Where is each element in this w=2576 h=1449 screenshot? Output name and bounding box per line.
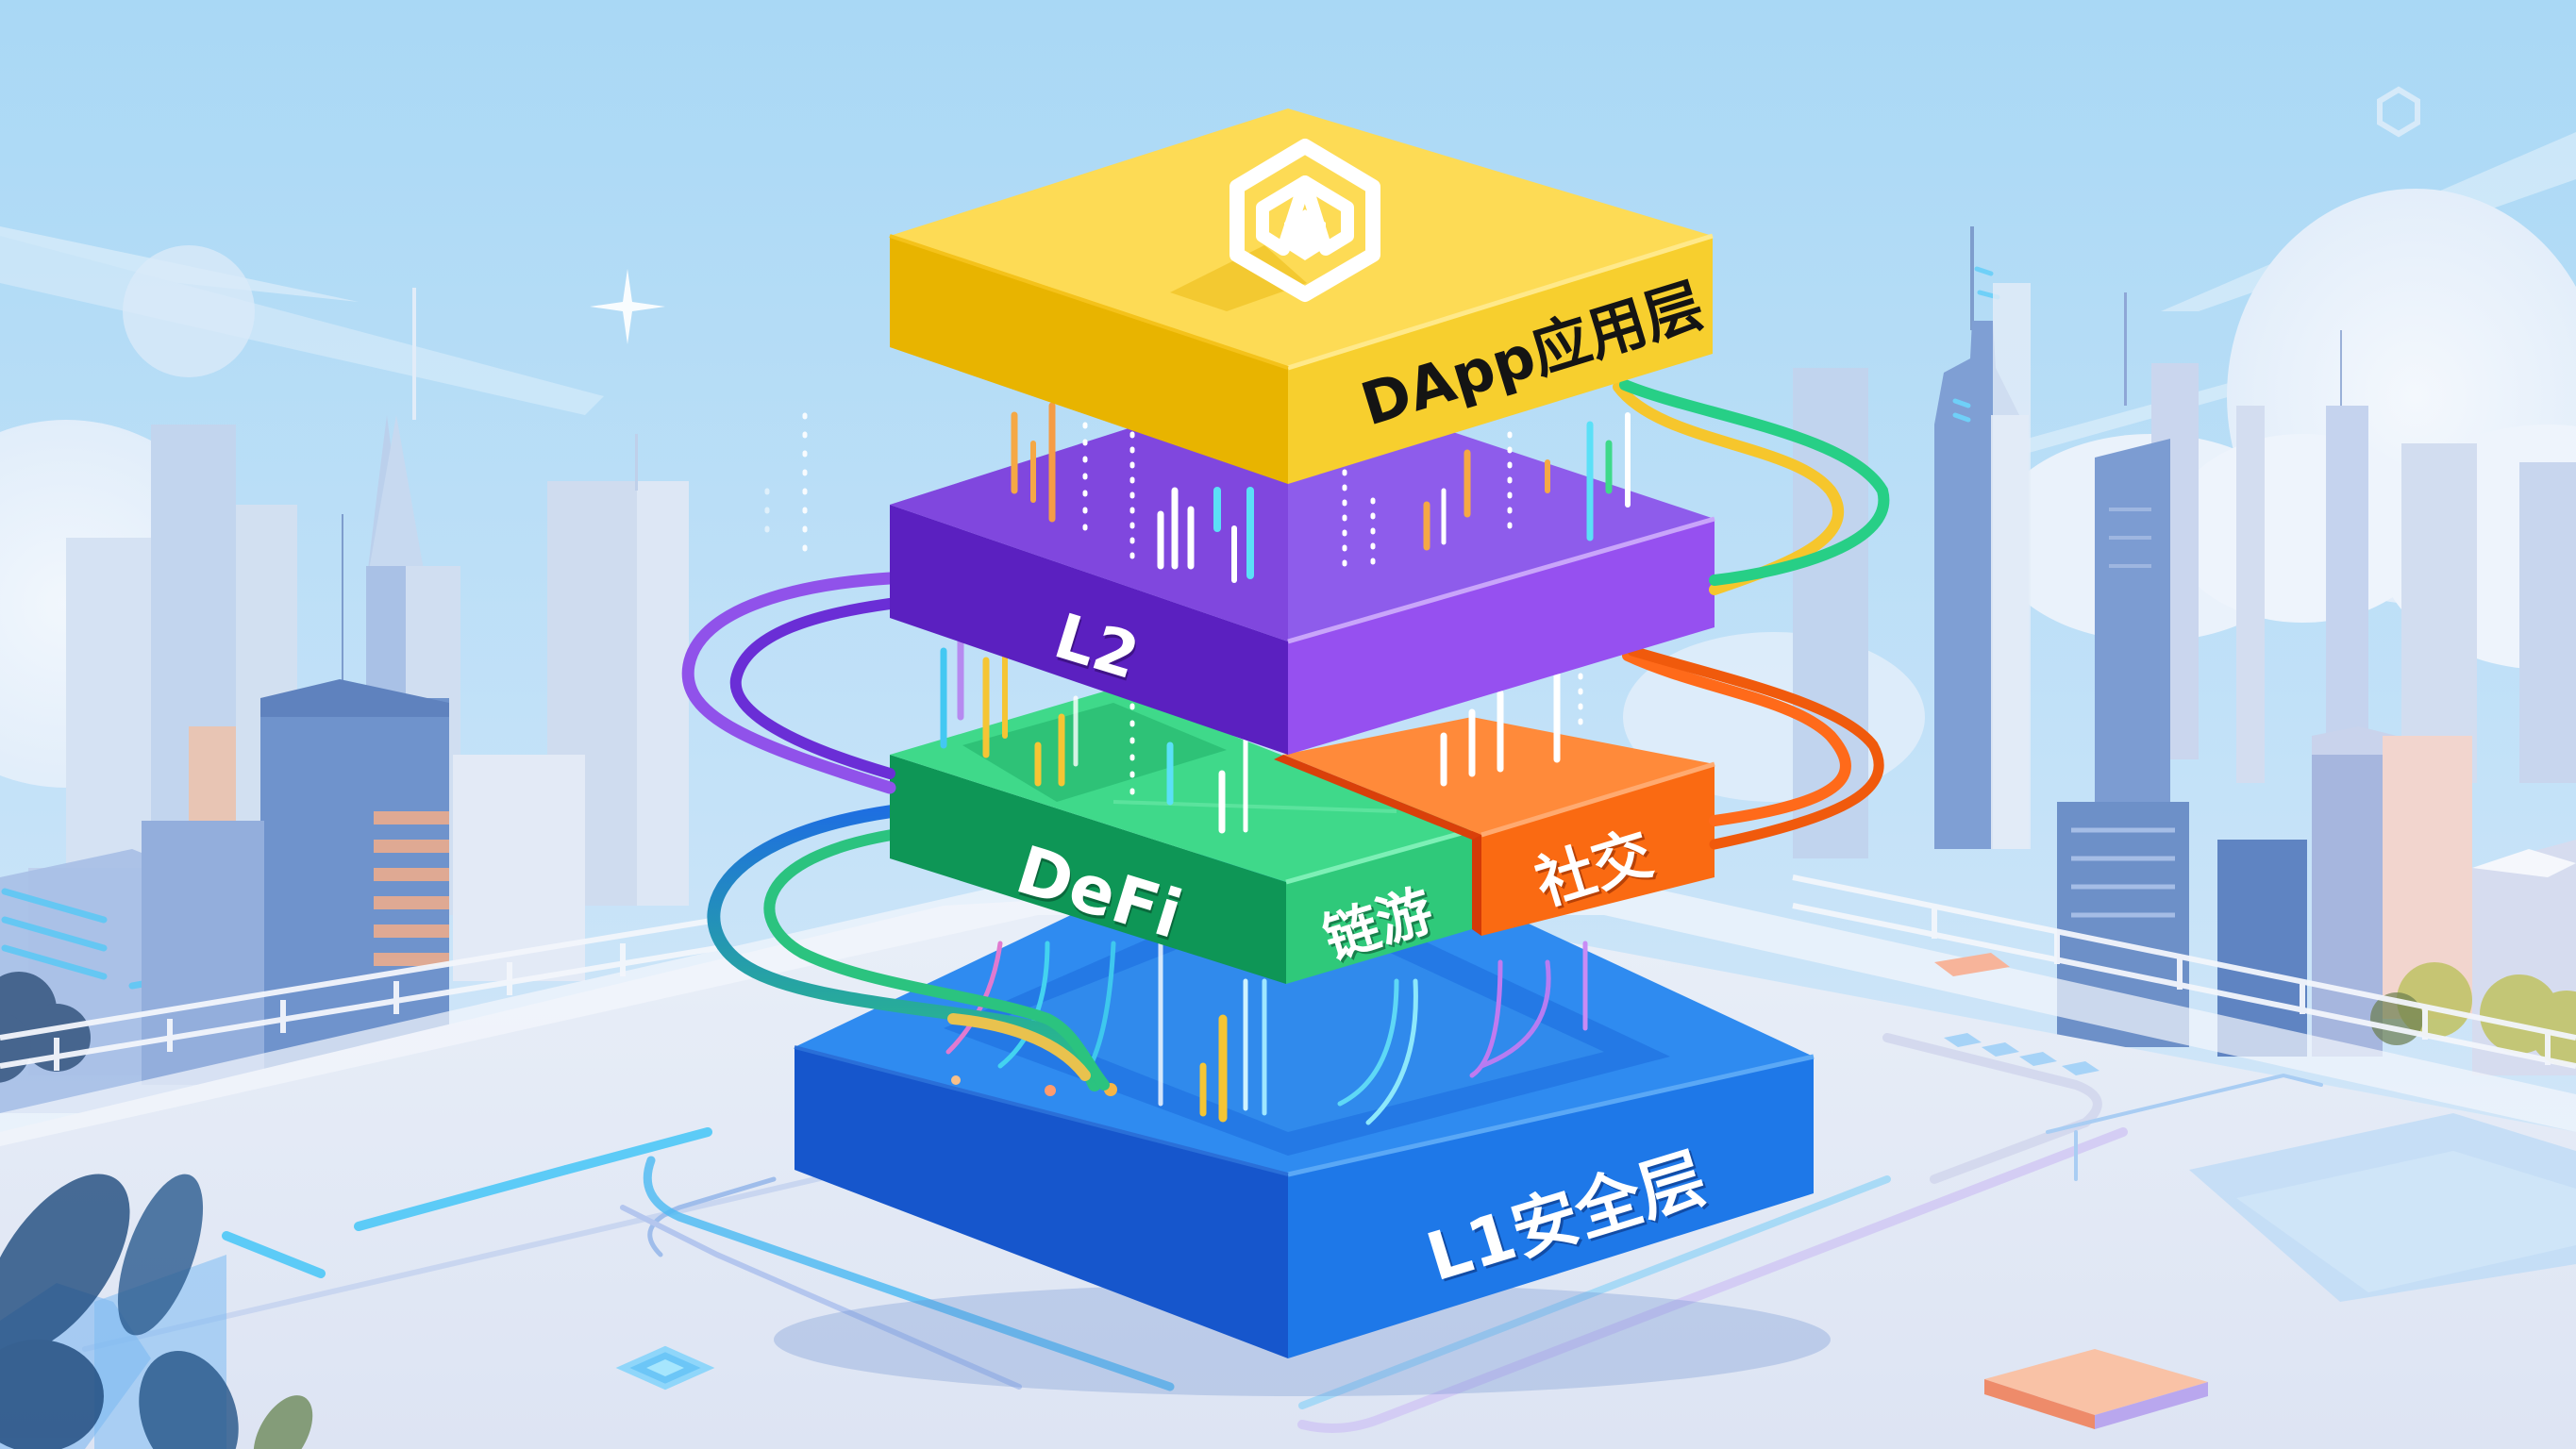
hexagon-outline-icon — [2377, 86, 2420, 138]
connector-defi-to-l1 — [707, 805, 1110, 1091]
hexagon-logo-core — [1284, 209, 1326, 260]
city-skyline-left — [0, 288, 689, 1123]
data-streams-mid — [940, 638, 1583, 834]
sparkle-icon — [590, 269, 665, 344]
foreground-leaves — [0, 1174, 313, 1449]
social-block[interactable] — [1274, 717, 1715, 936]
floor-tiles — [0, 953, 2576, 1449]
salmon-floor-tile — [1984, 1349, 2208, 1429]
connector-l2-to-defi — [681, 572, 896, 794]
defi-block[interactable] — [890, 689, 1473, 984]
railing — [0, 874, 2576, 1071]
floor-circuit-lines — [82, 1033, 2323, 1433]
connector-dapp-to-l2 — [1613, 379, 1890, 595]
connector-l2-to-social — [1622, 645, 1884, 850]
dotted-data-lines — [764, 412, 808, 569]
city-skyline-right — [1793, 226, 2576, 1075]
glowing-floor-chip — [615, 1345, 715, 1391]
data-streams-l2 — [1011, 402, 1631, 583]
l1-security-layer-block[interactable] — [774, 811, 1831, 1396]
dapp-block[interactable] — [889, 108, 1714, 484]
